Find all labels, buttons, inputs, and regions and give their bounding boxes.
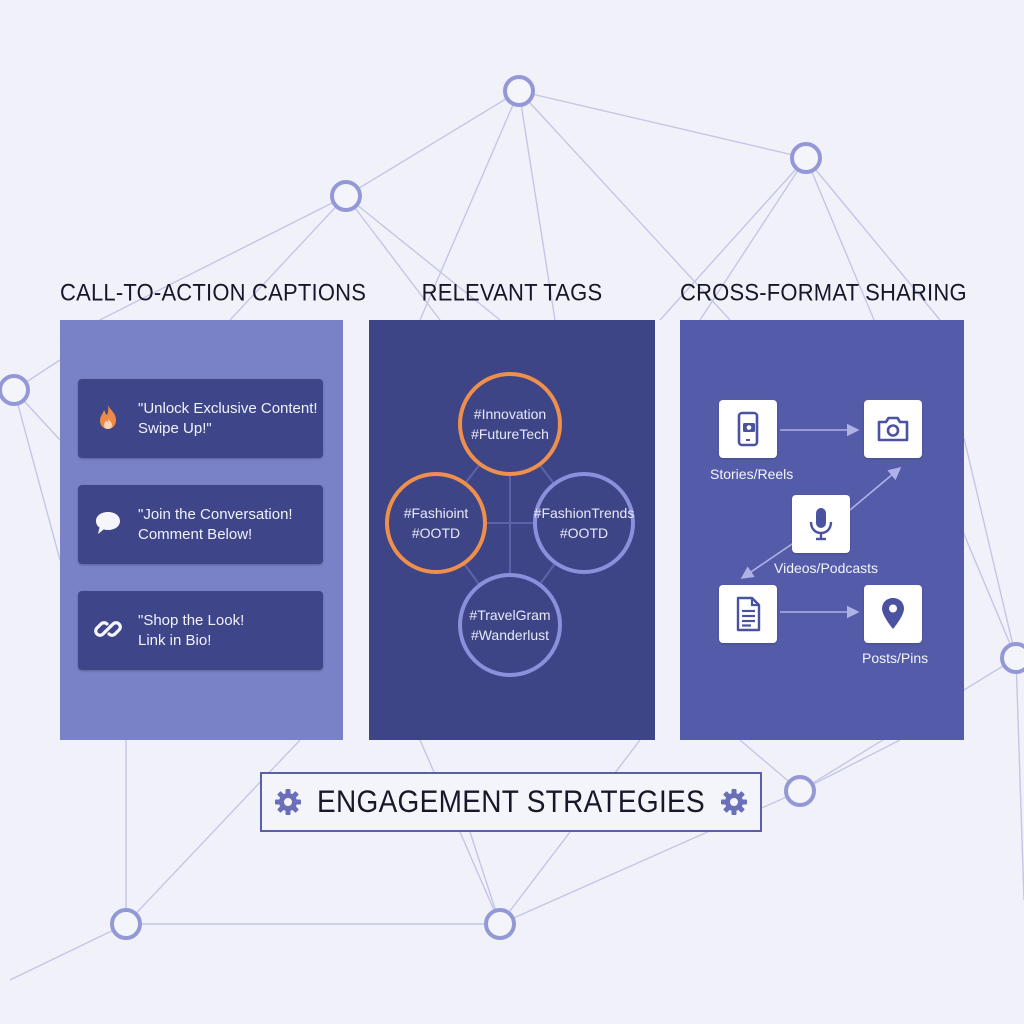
share-panel: Stories/Reels Videos/Podcasts — [680, 320, 964, 740]
tag-circle[interactable]: #FashionTrends #OOTD — [533, 472, 635, 574]
share-node-smartphone[interactable] — [719, 400, 777, 458]
share-node-document[interactable] — [719, 585, 777, 643]
microphone-icon — [809, 508, 833, 541]
tag-circle[interactable]: #Fashioint #OOTD — [385, 472, 487, 574]
network-node — [784, 775, 816, 807]
network-node — [0, 374, 30, 406]
cta-panel: "Unlock Exclusive Content! Swipe Up!" "J… — [60, 320, 343, 740]
share-node-camera[interactable] — [864, 400, 922, 458]
footer-banner: ENGAGEMENT STRATEGIES — [260, 772, 762, 832]
cta-caption: "Join the Conversation! Comment Below! — [138, 506, 293, 543]
document-icon — [736, 596, 761, 632]
network-node — [110, 908, 142, 940]
tag-circle[interactable]: #TravelGram #Wanderlust — [458, 573, 562, 677]
network-node — [790, 142, 822, 174]
cta-caption: "Unlock Exclusive Content! Swipe Up!" — [138, 400, 318, 437]
gear-icon — [275, 789, 301, 815]
column-title-share: CROSS-FORMAT SHARING — [680, 278, 967, 307]
tag-circle[interactable]: #Innovation #FutureTech — [458, 372, 562, 476]
gear-icon — [721, 789, 747, 815]
footer-title: ENGAGEMENT STRATEGIES — [317, 784, 705, 819]
camera-icon — [877, 416, 909, 442]
network-node — [1000, 642, 1024, 674]
share-label: Videos/Podcasts — [774, 560, 879, 576]
share-label: Stories/Reels — [710, 466, 794, 482]
cta-card[interactable]: "Join the Conversation! Comment Below! — [78, 485, 323, 564]
map-pin-icon — [882, 598, 904, 629]
share-label: Posts/Pins — [862, 650, 929, 666]
tags-panel: #Innovation #FutureTech #Fashioint #OOTD… — [369, 320, 655, 740]
cta-caption: "Shop the Look! Link in Bio! — [138, 612, 245, 649]
network-node — [484, 908, 516, 940]
share-arrows — [740, 423, 902, 619]
network-node — [503, 75, 535, 107]
smartphone-icon — [737, 411, 759, 447]
fire-icon — [100, 404, 116, 429]
column-title-tags: RELEVANT TAGS — [421, 278, 603, 307]
cta-card[interactable]: "Unlock Exclusive Content! Swipe Up!" — [78, 379, 323, 458]
column-title-cta: CALL-TO-ACTION CAPTIONS — [60, 278, 367, 307]
speech-bubble-icon — [96, 512, 120, 534]
share-node-map-pin[interactable] — [864, 585, 922, 643]
link-icon — [94, 621, 122, 637]
cta-card[interactable]: "Shop the Look! Link in Bio! — [78, 591, 323, 670]
share-node-microphone[interactable] — [792, 495, 850, 553]
network-node — [330, 180, 362, 212]
